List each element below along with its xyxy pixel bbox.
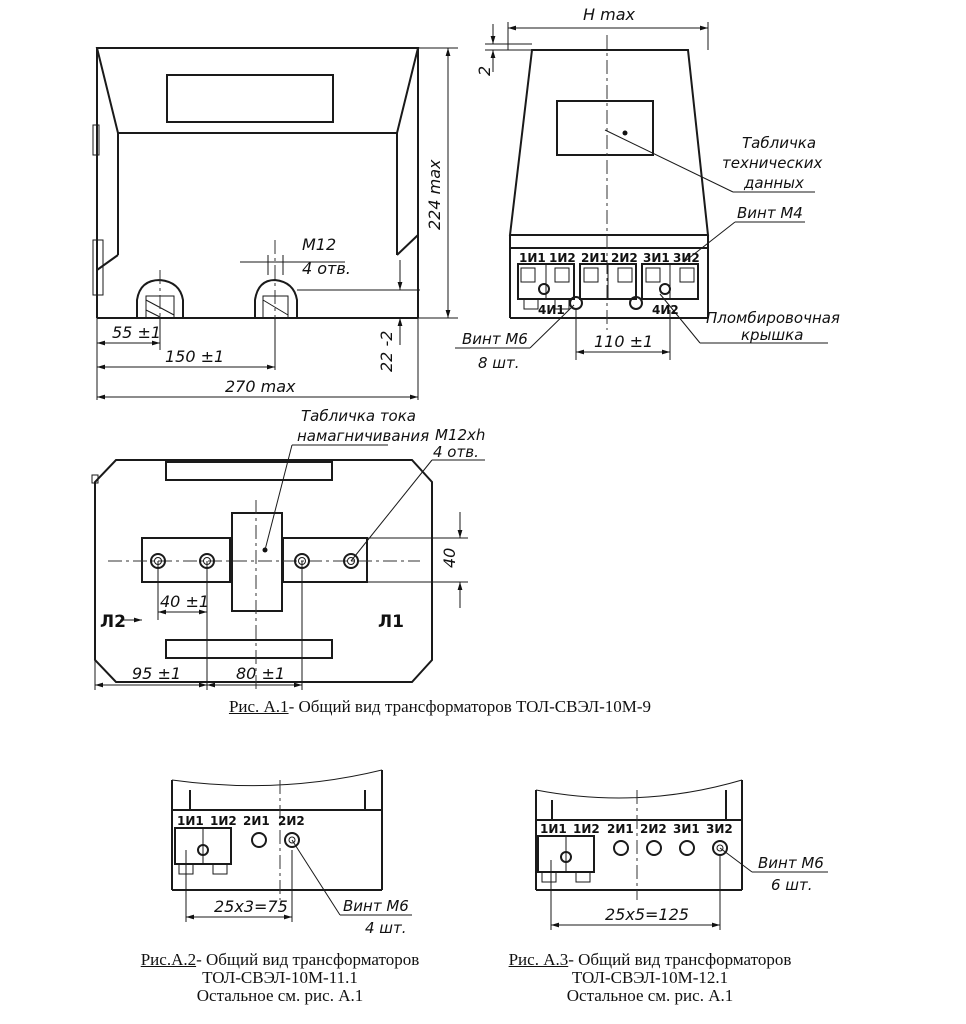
label-plate-tech: данных [743, 174, 804, 192]
dim-95: 95 ±1 [132, 664, 181, 683]
figure-a3-terminals: 1И1 1И2 2И1 2И2 3И1 3И2 [540, 822, 733, 836]
caption-text: - Общий вид трансформаторов [568, 950, 792, 969]
dim-150: 150 ±1 [165, 347, 224, 366]
terminal-label: 4И1 [538, 303, 565, 317]
caption-note: Остальное см. рис. А.1 [196, 986, 364, 1005]
caption-model: ТОЛ-СВЭЛ-10М-11.1 [202, 968, 358, 987]
front-view [92, 47, 420, 330]
terminal-label: 3И2 [673, 251, 700, 265]
label-l1: Л1 [378, 612, 404, 632]
side-terminal-labels: 1И1 1И2 2И1 2И2 3И1 3И2 4И1 4И2 [519, 251, 700, 317]
terminal-label: 3И1 [673, 822, 700, 836]
label-plate-tech: технических [722, 154, 823, 172]
dim-110: 110 ±1 [594, 332, 653, 351]
terminal-label: 1И1 [519, 251, 546, 265]
top-view [91, 444, 485, 690]
terminal-label: 1И2 [549, 251, 576, 265]
dim-m12-count: 4 отв. [302, 259, 351, 278]
label-l2: Л2 [100, 612, 126, 632]
terminal-label: 3И2 [706, 822, 733, 836]
terminal-label: 1И2 [210, 814, 237, 828]
terminal-label: 1И2 [573, 822, 600, 836]
terminal-label: 4И2 [652, 303, 679, 317]
label-screw-m6: 4 шт. [365, 919, 407, 937]
caption-figure-a2: Рис.А.2- Общий вид трансформаторов ТОЛ-С… [90, 951, 470, 1005]
label-m12xh: M12xh [435, 426, 485, 444]
figure-a2-terminals: 1И1 1И2 2И1 2И2 [177, 814, 305, 828]
dim-2: 2 [475, 66, 494, 76]
dim-25x3: 25x3=75 [214, 897, 288, 916]
dim-224: 224 max [425, 159, 444, 230]
figure-a2 [171, 769, 412, 922]
terminal-label: 1И1 [540, 822, 567, 836]
caption-note: Остальное см. рис. А.1 [566, 986, 734, 1005]
dim-40: 40 ±1 [160, 592, 209, 611]
terminal-label: 2И1 [607, 822, 634, 836]
terminal-label: 3И1 [643, 251, 670, 265]
figure-a3 [535, 779, 828, 930]
caption-ref: Рис.А.2 [140, 950, 197, 969]
caption-figure-a1: Рис. А.1- Общий вид трансформаторов ТОЛ-… [160, 698, 720, 716]
label-screw-m6: Винт М6 [462, 330, 528, 348]
terminal-label: 2И1 [581, 251, 608, 265]
label-screw-m4: Винт М4 [737, 204, 803, 222]
dim-270: 270 max [225, 377, 296, 396]
caption-ref: Рис. А.1 [228, 697, 289, 716]
caption-model: ТОЛ-СВЭЛ-10М-12.1 [571, 968, 729, 987]
dim-m12: M12 [302, 235, 336, 254]
terminal-label: 2И2 [640, 822, 667, 836]
side-view [455, 22, 828, 360]
terminal-label: 1И1 [177, 814, 204, 828]
label-m12xh: 4 отв. [433, 443, 479, 461]
dim-55: 55 ±1 [112, 323, 161, 342]
front-view-dimensions [96, 47, 458, 400]
caption-figure-a3: Рис. А.3- Общий вид трансформаторов ТОЛ-… [460, 951, 840, 1005]
dim-h-max: H max [583, 5, 636, 24]
label-seal-cover: Пломбировочная [706, 309, 840, 327]
label-screw-m6: 8 шт. [478, 354, 520, 372]
dim-22: 22 -2 [377, 331, 396, 372]
dim-80: 80 ±1 [236, 664, 285, 683]
label-screw-m6: Винт М6 [343, 897, 409, 915]
caption-text: - Общий вид трансформаторов [196, 950, 420, 969]
label-seal-cover: крышка [741, 326, 803, 344]
label-screw-m6: 6 шт. [771, 876, 813, 894]
label-screw-m6: Винт М6 [758, 854, 824, 872]
terminal-label: 2И2 [611, 251, 638, 265]
caption-text: - Общий вид трансформаторов ТОЛ-СВЭЛ-10М… [288, 697, 652, 716]
label-plate-tech: Табличка [742, 134, 816, 152]
label-plate-current: намагничивания [297, 427, 429, 445]
terminal-label: 2И2 [278, 814, 305, 828]
label-plate-current: Табличка тока [301, 407, 416, 425]
dim-25x5: 25x5=125 [605, 905, 689, 924]
caption-ref: Рис. А.3 [508, 950, 569, 969]
dim-40-vertical: 40 [440, 548, 459, 568]
side-labels: Табличка технических данных Винт М4 Плом… [462, 134, 840, 372]
terminal-label: 2И1 [243, 814, 270, 828]
